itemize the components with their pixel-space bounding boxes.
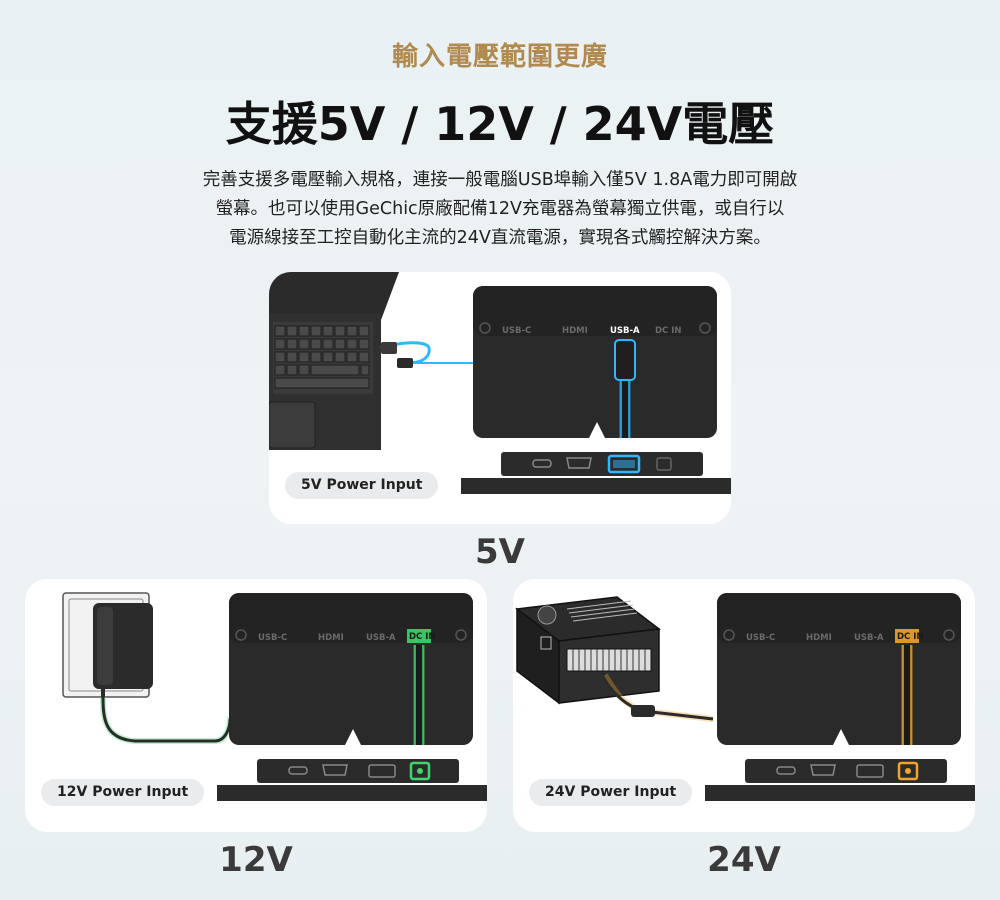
pill-5v-power-input: 5V Power Input [285, 472, 439, 499]
description-line-1: 完善支援多電壓輸入規格，連接一般電腦USB埠輸入僅5V 1.8A電力即可開啟 [202, 170, 798, 190]
port-bar [705, 759, 975, 801]
laptop-icon [269, 272, 399, 450]
usb-power-illustration: USB-C HDMI USB-A DC IN [269, 272, 731, 494]
card-12v-power: USB-C HDMI USB-A DC IN 12V Power Input [25, 579, 487, 832]
port-label-dcin: DC IN [897, 632, 924, 642]
voltage-label-5v: 5V [475, 532, 525, 572]
port-label-dcin: DC IN [655, 326, 682, 336]
section-title: 支援5V / 12V / 24V電壓 [225, 97, 775, 151]
voltage-label-24v: 24V [707, 840, 781, 880]
wall-adapter-icon [62, 592, 153, 698]
port-label-hdmi: HDMI [806, 633, 832, 643]
power-supply-icon [515, 596, 661, 705]
section-subtitle: 輸入電壓範圍更廣 [391, 42, 608, 72]
port-label-usbc: USB-C [746, 633, 775, 643]
card-24v-power: USB-C HDMI USB-A DC IN 24V Power Input [513, 579, 975, 832]
adapter-power-illustration: USB-C HDMI USB-A DC IN [62, 592, 487, 801]
port-label-usba: USB-A [854, 633, 884, 643]
port-label-usbc: USB-C [502, 326, 531, 336]
port-bar [217, 759, 487, 801]
port-label-dcin: DC IN [409, 632, 436, 642]
card-5v-power: USB-C HDMI USB-A DC IN 5V Power Input [269, 272, 731, 524]
pill-24v-power-input: 24V Power Input [529, 779, 693, 806]
port-label-usba: USB-A [366, 633, 396, 643]
monitor-back: USB-C HDMI USB-A DC IN [717, 593, 961, 745]
monitor-back: USB-C HDMI USB-A DC IN [473, 286, 717, 438]
port-label-hdmi: HDMI [318, 633, 344, 643]
port-label-usbc: USB-C [258, 633, 287, 643]
description: 完善支援多電壓輸入規格，連接一般電腦USB埠輸入僅5V 1.8A電力即可開啟 螢… [150, 166, 850, 253]
port-bar [461, 452, 731, 494]
voltage-label-12v: 12V [219, 840, 293, 880]
description-line-3: 電源線接至工控自動化主流的24V直流電源，實現各式觸控解決方案。 [229, 228, 771, 248]
port-label-hdmi: HDMI [562, 326, 588, 336]
pill-12v-power-input: 12V Power Input [41, 779, 205, 806]
port-label-usba: USB-A [610, 326, 640, 336]
description-line-2: 螢幕。也可以使用GeChic原廠配備12V充電器為螢幕獨立供電，或自行以 [215, 199, 785, 219]
psu-power-illustration: USB-C HDMI USB-A DC IN [515, 593, 975, 801]
monitor-back: USB-C HDMI USB-A DC IN [229, 593, 473, 745]
